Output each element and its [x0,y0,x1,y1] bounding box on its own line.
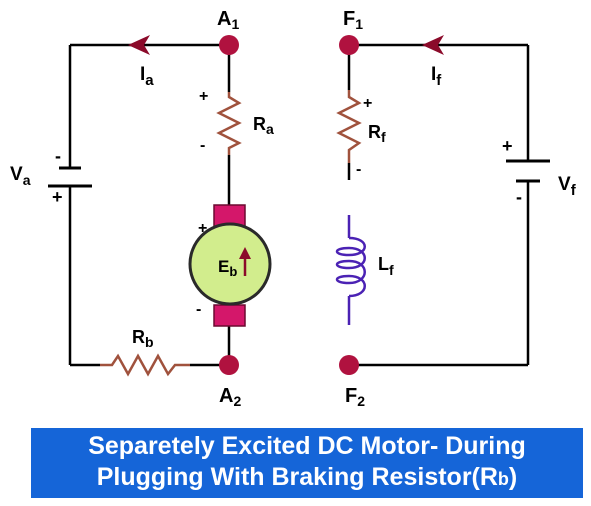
label-vf: Vf [558,174,577,199]
caption-line-1: Separetely Excited DC Motor- During [88,432,526,460]
label-if: If [431,64,442,89]
current-arrow-ia-icon [128,35,150,55]
sign-rf-plus: + [363,95,372,112]
terminal-f2 [339,355,359,375]
sign-motor-plus: + [198,220,207,237]
emf-arrow-icon [239,247,251,276]
terminal-a1 [219,35,239,55]
sign-va-minus: - [55,146,61,166]
armature-battery [48,166,92,188]
sign-ra-plus: + [199,88,208,105]
label-lf: Lf [378,254,394,278]
sign-ra-minus: - [200,137,205,154]
label-eb: Eb [218,257,237,279]
label-a2: A2 [219,385,241,409]
sign-rf-minus: - [356,161,361,178]
label-rb: Rb [132,327,154,350]
caption-line-2-main: Plugging With Braking Resistor(R [96,463,498,491]
current-arrow-if-icon [422,35,444,55]
circuit-diagram: A1 A2 F1 F2 Ia If Ra Rf Rb Va Vf Lf Eb +… [10,8,577,409]
caption-banner: Separetely Excited DC Motor- During Plug… [31,428,583,498]
terminal-a2 [219,355,239,375]
label-f1: F1 [343,8,363,32]
field-wires [347,43,530,367]
caption-line-2-sub: b [497,469,509,489]
label-f2: F2 [345,385,365,409]
sign-va-plus: + [52,187,63,207]
label-va: Va [10,164,31,188]
motor-brush-bottom [213,304,246,327]
inductor-lf [335,215,366,325]
sign-vf-minus: - [516,187,522,207]
resistor-rf [336,90,362,163]
label-ia: Ia [140,64,154,89]
sign-vf-plus: + [502,136,513,156]
resistor-rb [100,353,190,377]
caption-line-2-end: ) [508,463,518,491]
resistor-ra [216,92,242,155]
motor-armature [188,222,272,306]
label-ra: Ra [253,114,274,137]
field-battery [506,159,550,183]
caption-line-2: Plugging With Braking Resistor(Rb) [31,462,583,495]
sign-motor-minus: - [196,301,201,318]
label-rf: Rf [368,122,386,145]
label-a1: A1 [217,8,239,32]
terminal-f1 [339,35,359,55]
